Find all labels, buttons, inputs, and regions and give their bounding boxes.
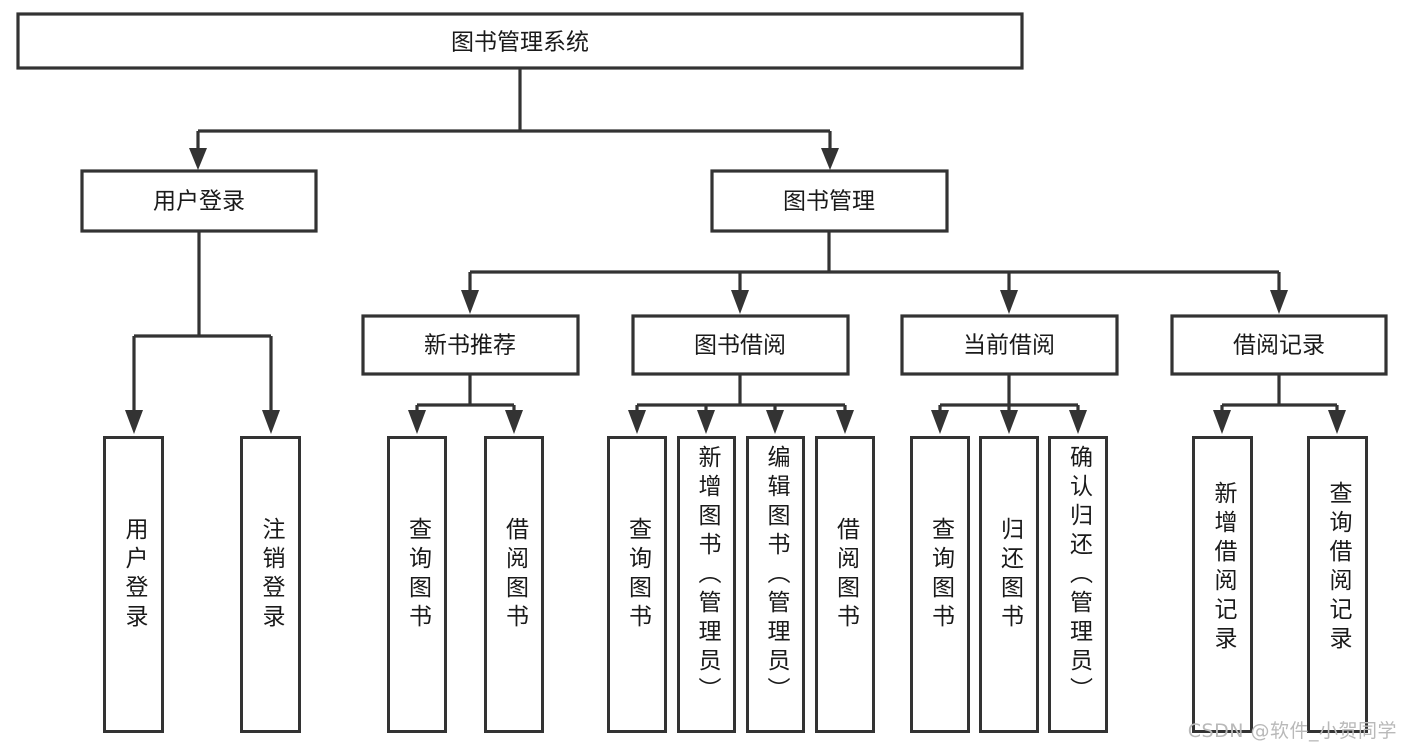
leaf-box-current-return[interactable]: 归还图书: [979, 436, 1039, 733]
leaf-label: 新增借阅记录: [1210, 481, 1236, 655]
leaf-label: 借阅图书: [832, 517, 859, 633]
leaf-label: 查询图书: [927, 517, 954, 633]
arrowhead-borrow-record-leaf2: [1328, 410, 1346, 434]
leaf-box-borrow-add-book[interactable]: 新增图书（管理员）: [677, 436, 736, 733]
leaf-label: 确认归还（管理员）: [1065, 445, 1092, 706]
leaf-label: 新增图书（管理员）: [694, 445, 720, 706]
leaf-box-new-book-query[interactable]: 查询图书: [387, 436, 447, 733]
node-book-mgmt-label: 图书管理: [783, 189, 875, 215]
node-current-borrow-box[interactable]: [900, 314, 1119, 376]
arrowhead-book-borrow-leaf3: [766, 410, 784, 434]
leaf-label: 借阅图书: [501, 517, 528, 633]
node-user-login-label: 用户登录: [153, 189, 245, 215]
node-root-box[interactable]: [16, 12, 1024, 70]
node-new-book-box[interactable]: [361, 314, 580, 376]
arrowhead-user-login-leaf2: [262, 410, 280, 434]
leaf-box-current-query[interactable]: 查询图书: [910, 436, 970, 733]
leaf-box-new-book-borrow[interactable]: 借阅图书: [484, 436, 544, 733]
leaf-box-current-confirm-return[interactable]: 确认归还（管理员）: [1048, 436, 1108, 733]
leaf-box-record-add[interactable]: 新增借阅记录: [1192, 436, 1253, 733]
node-borrow-record-label: 借阅记录: [1233, 333, 1325, 359]
node-current-borrow-label: 当前借阅: [963, 333, 1055, 359]
arrowhead-book-borrow-leaf1: [628, 410, 646, 434]
arrowhead-book-borrow-leaf4: [836, 410, 854, 434]
arrowhead-new-book-leaf2: [505, 410, 523, 434]
leaf-label: 用户登录: [121, 517, 147, 633]
leaf-label: 归还图书: [996, 517, 1023, 633]
leaf-label: 编辑图书（管理员）: [763, 445, 789, 706]
arrowhead-borrow-record-leaf1: [1213, 410, 1231, 434]
arrowhead-new-book-leaf1: [408, 410, 426, 434]
leaf-label: 查询图书: [624, 517, 651, 633]
arrowhead-to-current: [1000, 290, 1018, 314]
leaf-box-borrow-edit-book[interactable]: 编辑图书（管理员）: [746, 436, 805, 733]
arrowhead-root-to-book-mgmt: [821, 148, 839, 170]
leaf-label: 查询图书: [404, 517, 431, 633]
arrowhead-to-borrow: [731, 290, 749, 314]
node-new-book-label: 新书推荐: [424, 333, 516, 359]
leaf-label: 查询借阅记录: [1325, 481, 1351, 655]
arrowhead-root-to-user-login: [189, 148, 207, 170]
node-root-label: 图书管理系统: [451, 30, 589, 56]
leaf-box-borrow-query[interactable]: 查询图书: [607, 436, 667, 733]
arrowhead-current-borrow-leaf2: [1000, 410, 1018, 434]
arrowhead-book-borrow-leaf2: [697, 410, 715, 434]
arrowhead-current-borrow-leaf3: [1069, 410, 1087, 434]
leaf-box-borrow-borrow-book[interactable]: 借阅图书: [815, 436, 875, 733]
arrowhead-current-borrow-leaf1: [931, 410, 949, 434]
arrowhead-user-login-leaf1: [125, 410, 143, 434]
node-book-borrow-label: 图书借阅: [694, 333, 786, 359]
arrowhead-to-new-book: [461, 290, 479, 314]
leaf-label: 注销登录: [258, 517, 284, 633]
leaf-box-user-login[interactable]: 用户登录: [103, 436, 164, 733]
arrowhead-to-record: [1270, 290, 1288, 314]
leaf-box-user-logout[interactable]: 注销登录: [240, 436, 301, 733]
leaf-box-record-query[interactable]: 查询借阅记录: [1307, 436, 1368, 733]
